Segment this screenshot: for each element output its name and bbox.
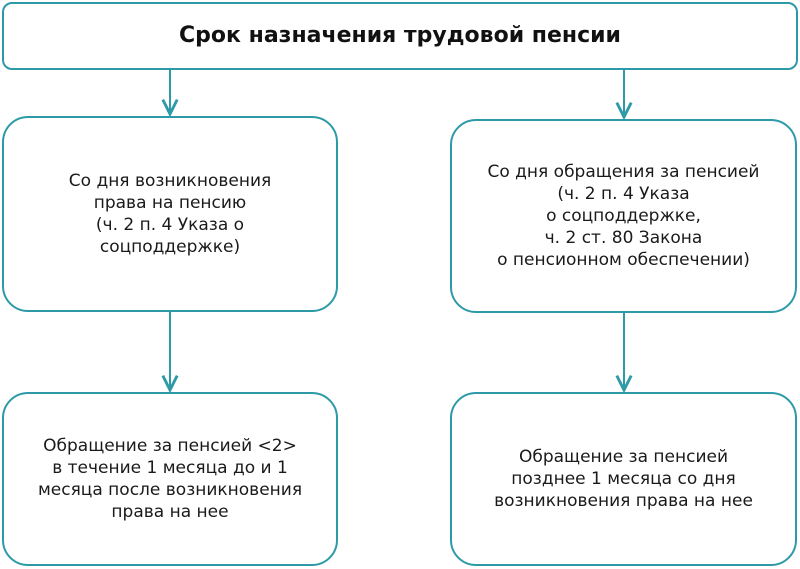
title-box: Срок назначения трудовой пенсии — [2, 2, 798, 70]
left-outcome-text: Обращение за пенсией <2> в течение 1 мес… — [37, 436, 303, 522]
left-condition-box: Со дня возникновения права на пенсию (ч.… — [2, 116, 338, 312]
right-condition-text: Со дня обращения за пенсией (ч. 2 п. 4 У… — [487, 162, 760, 270]
right-outcome-box: Обращение за пенсией позднее 1 месяца со… — [450, 392, 797, 566]
right-outcome-text: Обращение за пенсией позднее 1 месяца со… — [494, 447, 753, 511]
left-condition-text: Со дня возникновения права на пенсию (ч.… — [68, 171, 272, 257]
right-condition-box: Со дня обращения за пенсией (ч. 2 п. 4 У… — [450, 119, 797, 313]
left-outcome-box: Обращение за пенсией <2> в течение 1 мес… — [2, 392, 338, 566]
diagram-title: Срок назначения трудовой пенсии — [179, 23, 621, 48]
